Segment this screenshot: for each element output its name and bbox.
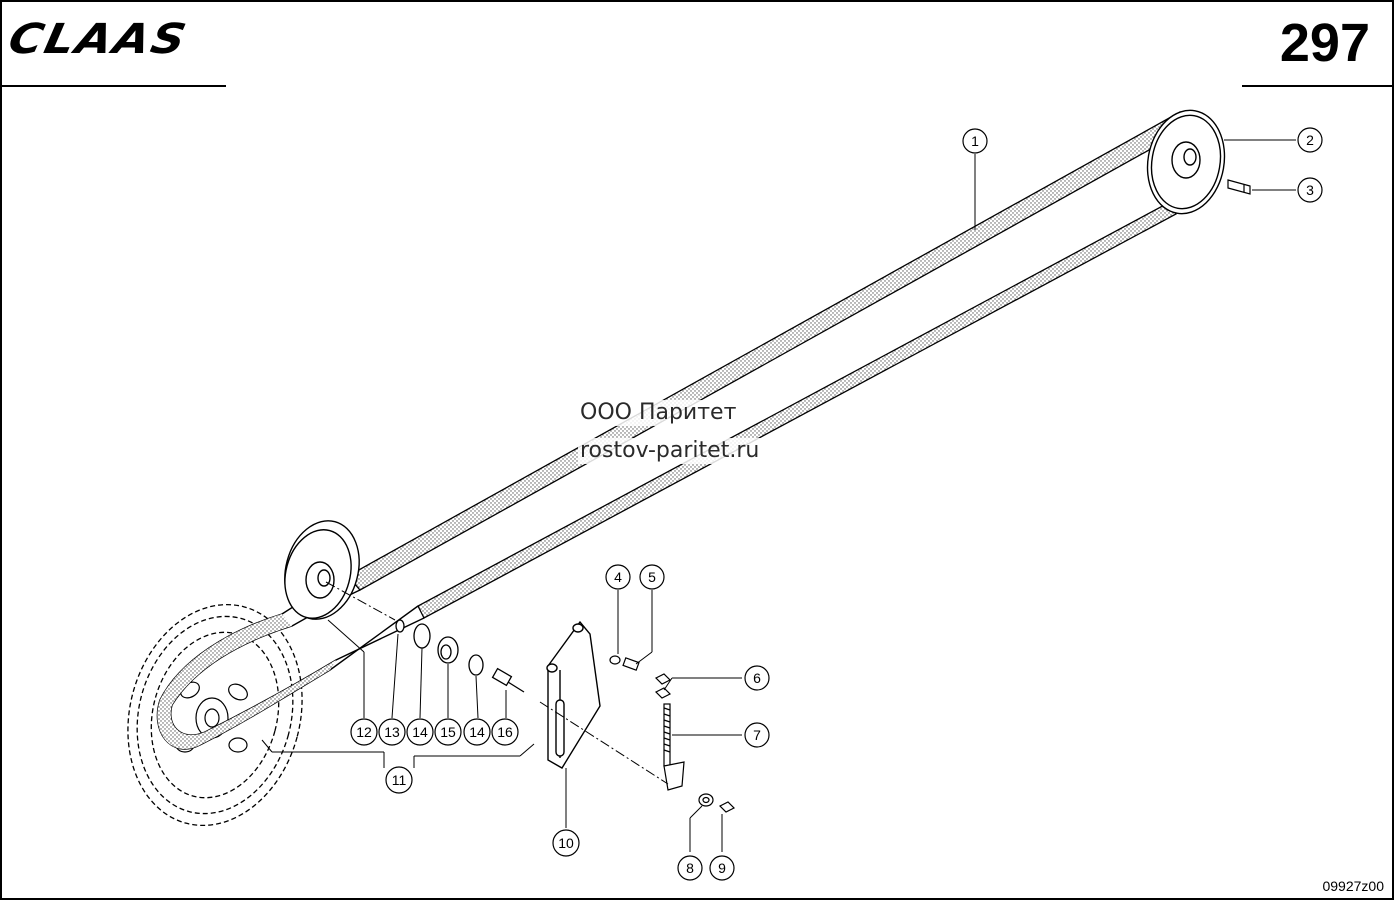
callout-10: 10 (552, 829, 580, 857)
svg-text:14: 14 (469, 724, 485, 740)
callout-14b: 14 (463, 718, 491, 746)
svg-text:15: 15 (440, 724, 456, 740)
callout-16: 16 (491, 718, 519, 746)
tension-bracket (546, 620, 601, 769)
svg-text:5: 5 (648, 569, 656, 585)
callout-15: 15 (434, 718, 462, 746)
drawing-code: 09927z00 (1322, 878, 1384, 894)
callout-14a: 14 (406, 718, 434, 746)
svg-text:16: 16 (497, 724, 513, 740)
svg-text:9: 9 (718, 860, 726, 876)
svg-text:6: 6 (753, 670, 761, 686)
drive-wheel (127, 603, 303, 827)
lower-pulley (284, 520, 360, 620)
callout-8: 8 (677, 855, 703, 881)
adjusting-rod (663, 703, 685, 791)
callout-12: 12 (350, 718, 378, 746)
callout-9: 9 (709, 855, 735, 881)
svg-text:13: 13 (384, 724, 400, 740)
watermark-company: ООО Паритет (578, 400, 739, 427)
svg-text:10: 10 (558, 835, 574, 851)
callout-5: 5 (639, 564, 665, 590)
page-number: 297 (1279, 13, 1370, 73)
svg-text:11: 11 (392, 772, 407, 788)
callout-1: 1 (962, 128, 988, 154)
svg-text:12: 12 (356, 724, 372, 740)
svg-text:1: 1 (971, 133, 979, 149)
svg-text:8: 8 (686, 860, 694, 876)
callout-6: 6 (744, 665, 770, 691)
svg-text:2: 2 (1306, 132, 1314, 148)
upper-pulley (1146, 109, 1226, 215)
svg-text:14: 14 (412, 724, 428, 740)
svg-text:7: 7 (753, 727, 761, 743)
svg-text:3: 3 (1306, 182, 1314, 198)
callout-11: 11 (385, 766, 413, 794)
callout-13: 13 (378, 718, 406, 746)
callouts: 1 2 3 4 5 6 7 8 9 10 11 12 13 14 15 14 1… (350, 127, 1323, 881)
callout-4: 4 (605, 564, 631, 590)
key-part (1227, 179, 1251, 195)
callout-3: 3 (1297, 177, 1323, 203)
svg-text:4: 4 (614, 569, 622, 585)
callout-2: 2 (1297, 127, 1323, 153)
callout-7: 7 (744, 722, 770, 748)
watermark-url: rostov-paritet.ru (578, 438, 762, 465)
v-belt (156, 111, 1194, 750)
